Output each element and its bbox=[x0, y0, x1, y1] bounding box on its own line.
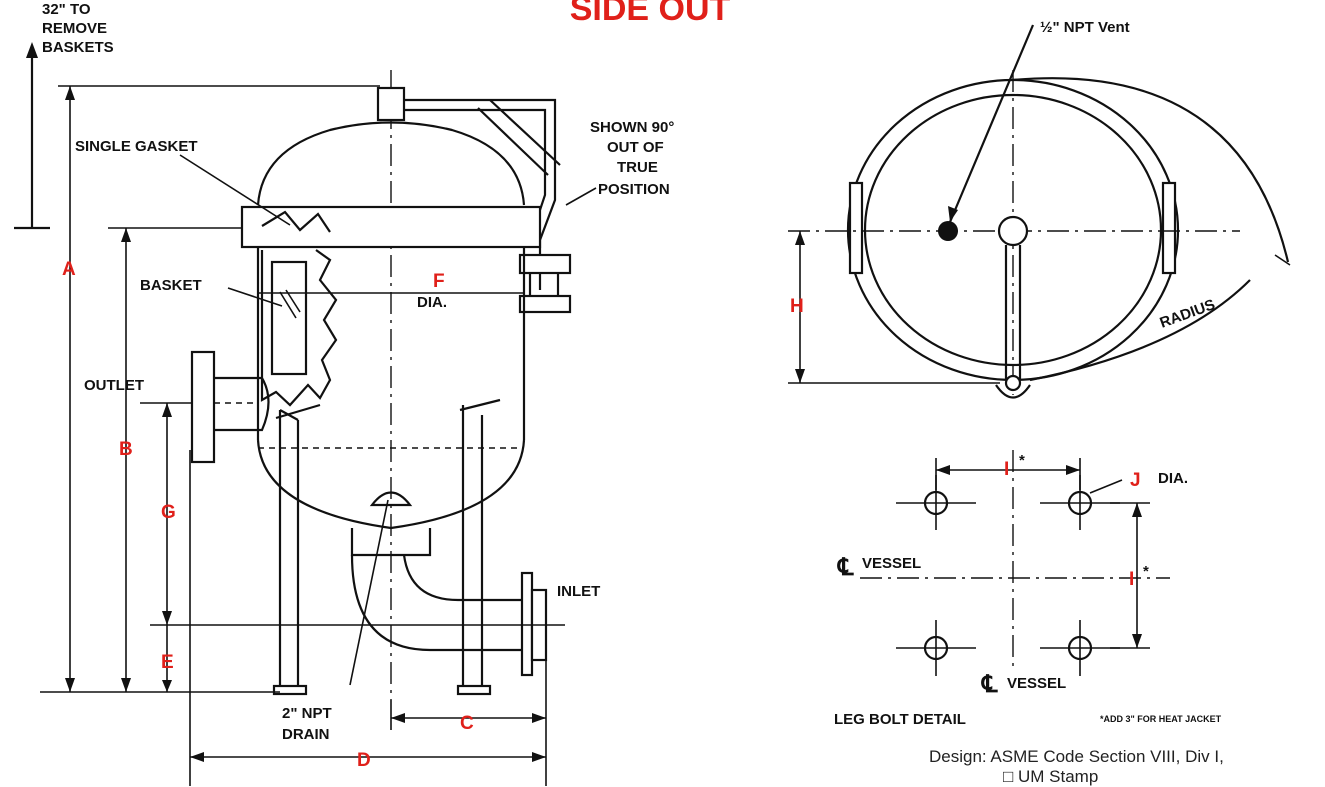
dim-letter-e: E bbox=[161, 652, 174, 673]
drain-label-line1: 2" NPT bbox=[282, 705, 332, 722]
dim-letter-j: J bbox=[1130, 470, 1141, 491]
drawing-title: SIDE OUT bbox=[570, 0, 731, 28]
um-stamp-line: □ UM Stamp bbox=[1003, 767, 1099, 786]
top-view: ½" NPT Vent RADIUS H bbox=[788, 19, 1291, 399]
shown-note-line3: TRUE bbox=[617, 159, 658, 176]
dim-letter-d: D bbox=[357, 750, 371, 771]
dim-letter-f: F bbox=[433, 271, 445, 292]
vessel-label-1: VESSEL bbox=[862, 555, 921, 572]
dim-letter-g: G bbox=[161, 502, 176, 523]
vent-label: ½" NPT Vent bbox=[1040, 19, 1130, 36]
dim-letter-h: H bbox=[790, 296, 804, 317]
design-note: Design: ASME Code Section VIII, Div I, □… bbox=[929, 747, 1289, 787]
dim-i-star-top: * bbox=[1019, 452, 1025, 469]
bolt-hole bbox=[1040, 620, 1120, 676]
inlet-label: INLET bbox=[557, 583, 600, 600]
dim-i-star-side: * bbox=[1143, 563, 1149, 580]
centerline-symbol: ℄ bbox=[837, 554, 854, 581]
dim-letter-i-top: I bbox=[1004, 459, 1009, 480]
outlet-label: OUTLET bbox=[84, 377, 144, 394]
bolt-dia-label: DIA. bbox=[1158, 470, 1188, 487]
drain-label-line2: DRAIN bbox=[282, 726, 330, 743]
leg-bolt-detail: I * I * J DIA. ℄ VESSEL ℄ VESSEL LEG BOL… bbox=[834, 450, 1222, 728]
dim-letter-b: B bbox=[119, 439, 133, 460]
clearance-note-line2: REMOVE bbox=[42, 20, 107, 37]
dim-letter-a: A bbox=[62, 259, 76, 280]
clearance-note-line3: BASKETS bbox=[42, 39, 114, 56]
centerline-symbol: ℄ bbox=[981, 671, 998, 698]
single-gasket-label: SINGLE GASKET bbox=[75, 138, 198, 155]
dia-label: DIA. bbox=[417, 294, 447, 311]
leg-bolt-detail-title: LEG BOLT DETAIL bbox=[834, 711, 966, 728]
shown-note-line2: OUT OF bbox=[607, 139, 664, 156]
design-code-line: Design: ASME Code Section VIII, Div I, bbox=[929, 747, 1224, 766]
shown-note-line4: POSITION bbox=[598, 181, 670, 198]
dim-letter-c: C bbox=[460, 713, 474, 734]
basket-label: BASKET bbox=[140, 277, 202, 294]
shown-note-line1: SHOWN 90° bbox=[590, 119, 674, 136]
heat-jacket-footnote: *ADD 3" FOR HEAT JACKET bbox=[1100, 714, 1222, 724]
vessel-label-2: VESSEL bbox=[1007, 675, 1066, 692]
side-view: 32" TO REMOVE BASKETS bbox=[14, 1, 674, 786]
dim-letter-i-side: I bbox=[1129, 569, 1134, 590]
clearance-note-line1: 32" TO bbox=[42, 1, 91, 18]
bolt-hole bbox=[896, 620, 976, 676]
